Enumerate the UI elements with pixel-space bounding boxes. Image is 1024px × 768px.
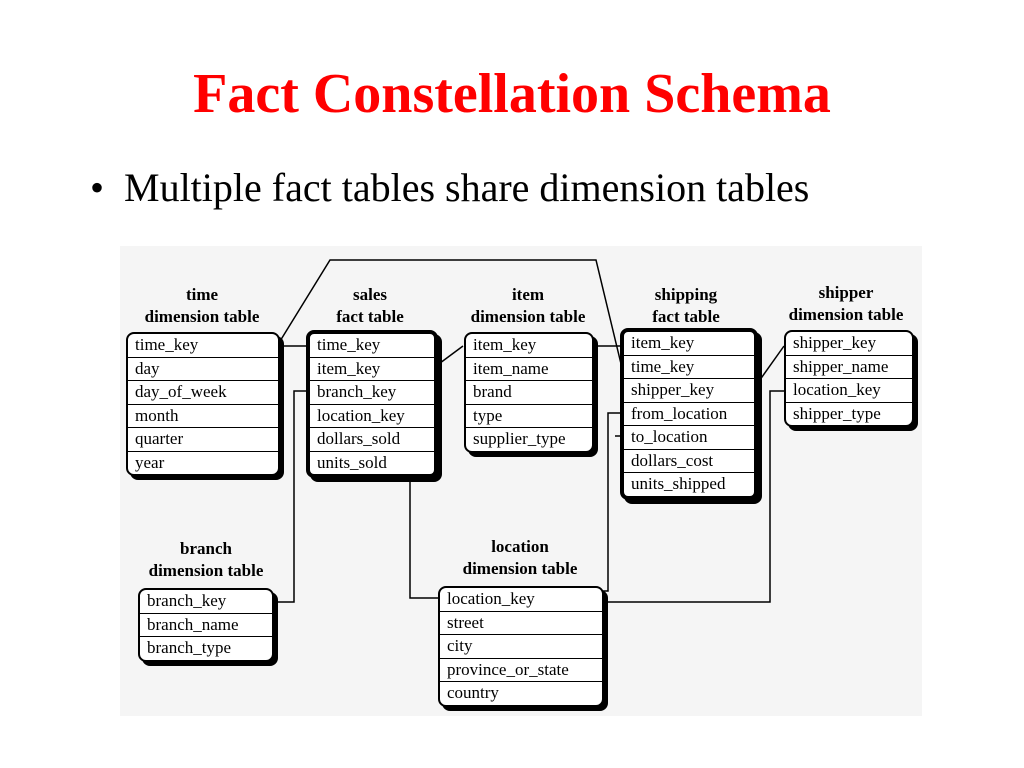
shipping-label-kind: fact table (652, 307, 720, 326)
shipper-label-kind: dimension table (788, 305, 904, 324)
shipper-dimension-table: shipper_key shipper_name location_key sh… (784, 330, 914, 427)
link-shipper-location (602, 390, 784, 603)
bullet-item: • Multiple fact tables share dimension ta… (90, 164, 809, 211)
branch-label-name: branch (180, 539, 232, 558)
branch-label-kind: dimension table (148, 561, 264, 580)
sales-label-name: sales (352, 285, 387, 304)
field-row: day_of_week (128, 381, 278, 405)
location-label-name: location (491, 537, 549, 556)
field-row: brand (466, 381, 592, 405)
sales-table-label: sales fact table (336, 284, 404, 328)
field-row: location_key (440, 588, 602, 612)
field-row: street (440, 612, 602, 635)
field-row: day (128, 358, 278, 381)
field-row: branch_key (310, 381, 434, 405)
field-row: dollars_cost (624, 450, 754, 473)
time-dimension-table: time_key day day_of_week month quarter y… (126, 332, 280, 476)
branch-table-label: branch dimension table (149, 538, 264, 582)
field-row: country (447, 683, 499, 702)
field-row: units_shipped (631, 474, 726, 493)
time-label-name: time (185, 285, 219, 304)
shipping-label-name: shipping (654, 285, 718, 304)
shipper-table-label: shipper dimension table (789, 282, 904, 326)
field-row: time_key (310, 334, 434, 358)
shipping-fact-table: item_key time_key shipper_key from_locat… (620, 328, 758, 500)
field-row: to_location (624, 426, 754, 450)
field-row: item_key (624, 332, 754, 356)
bullet-marker: • (90, 165, 105, 210)
field-row: shipper_key (786, 332, 912, 356)
field-row: quarter (128, 428, 278, 452)
field-row: province_or_state (440, 659, 602, 682)
branch-dimension-table: branch_key branch_name branch_type (138, 588, 274, 662)
field-row: type (466, 405, 592, 428)
field-row: year (135, 452, 165, 472)
item-label-name: item (511, 285, 545, 304)
field-row: shipper_type (793, 403, 881, 423)
field-row: city (440, 635, 602, 659)
field-row: branch_type (147, 638, 232, 657)
sales-label-kind: fact table (336, 307, 404, 326)
sales-fact-table: time_key item_key branch_key location_ke… (306, 330, 438, 478)
field-row: item_key (310, 358, 434, 381)
field-row: location_key (786, 379, 912, 403)
field-row: item_key (466, 334, 592, 358)
field-row: supplier_type (473, 429, 566, 448)
field-row: time_key (128, 334, 278, 358)
link-time-shipping (276, 259, 623, 369)
time-table-label: time dimension table (145, 284, 260, 328)
schema-diagram: time dimension table time_key day day_of… (120, 246, 922, 716)
field-row: location_key (310, 405, 434, 428)
field-row: units_sold (317, 452, 387, 472)
field-row: shipper_name (786, 356, 912, 379)
bullet-text: Multiple fact tables share dimension tab… (124, 165, 810, 210)
item-label-kind: dimension table (470, 307, 586, 326)
time-label-kind: dimension table (144, 307, 260, 326)
location-table-label: location dimension table (463, 536, 578, 580)
field-row: branch_name (140, 614, 272, 637)
slide-title: Fact Constellation Schema (193, 63, 831, 125)
field-row: time_key (624, 356, 754, 379)
field-row: month (128, 405, 278, 428)
shipper-label-name: shipper (818, 283, 874, 302)
field-row: item_name (466, 358, 592, 381)
link-shipping-from-location (602, 412, 622, 592)
field-row: branch_key (140, 590, 272, 614)
item-table-label: item dimension table (471, 284, 586, 328)
link-sales-branch (272, 390, 308, 603)
shipping-table-label: shipping fact table (652, 284, 720, 328)
location-label-kind: dimension table (462, 559, 578, 578)
item-dimension-table: item_key item_name brand type supplier_t… (464, 332, 594, 453)
field-row: dollars_sold (310, 428, 434, 452)
field-row: shipper_key (624, 379, 754, 403)
location-dimension-table: location_key street city province_or_sta… (438, 586, 604, 707)
field-row: from_location (624, 403, 754, 426)
